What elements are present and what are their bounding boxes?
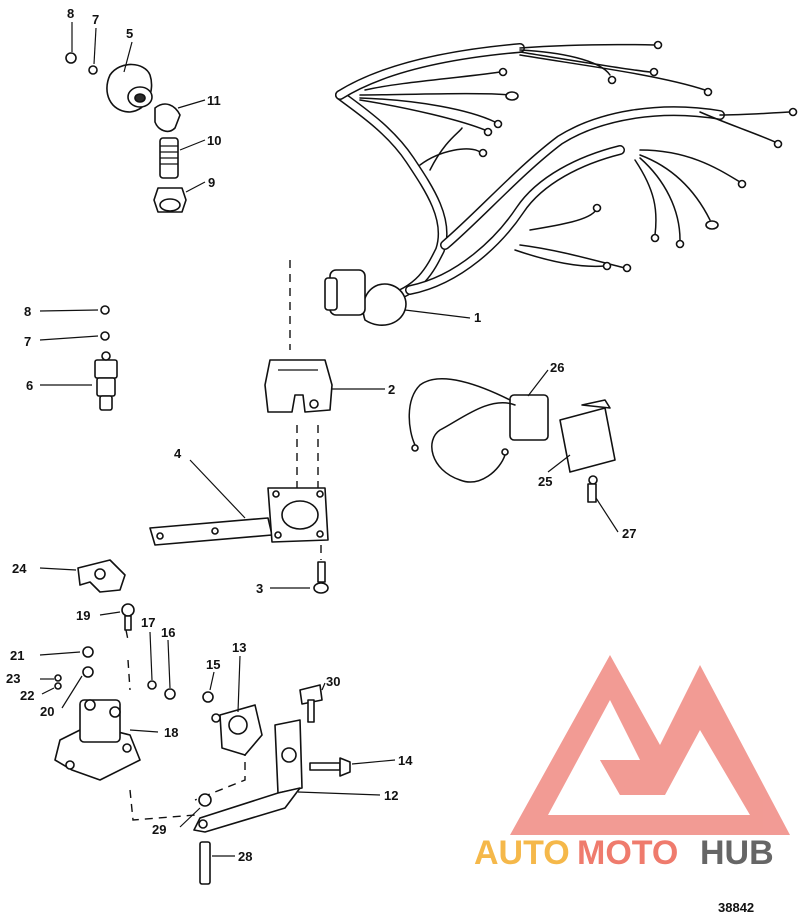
callout-21: 21 bbox=[10, 648, 24, 663]
watermark-moto: MOTO bbox=[577, 834, 678, 872]
callout-6: 6 bbox=[26, 378, 33, 393]
callout-24: 24 bbox=[12, 561, 27, 576]
callout-25: 25 bbox=[538, 474, 552, 489]
bracket-12 bbox=[193, 684, 323, 833]
callout-19: 19 bbox=[76, 608, 90, 623]
callout-16: 16 bbox=[161, 625, 175, 640]
callout-12: 12 bbox=[384, 788, 398, 803]
callout-11: 11 bbox=[207, 93, 221, 108]
callout-4: 4 bbox=[174, 446, 182, 461]
callout-labels: 8 7 5 11 10 9 1 2 26 25 27 8 7 6 4 3 24 … bbox=[6, 6, 636, 864]
callout-17: 17 bbox=[141, 615, 155, 630]
regulator-harness bbox=[408, 378, 549, 483]
callout-7b: 7 bbox=[24, 334, 31, 349]
callout-20: 20 bbox=[40, 704, 54, 719]
callout-13: 13 bbox=[232, 640, 246, 655]
temperature-sender bbox=[65, 52, 187, 213]
starter-solenoid bbox=[54, 603, 176, 781]
watermark-hub: HUB bbox=[700, 834, 774, 872]
callout-10: 10 bbox=[207, 133, 221, 148]
callout-8b: 8 bbox=[24, 304, 31, 319]
callout-29: 29 bbox=[152, 822, 166, 837]
watermark-logo bbox=[510, 655, 790, 835]
callout-26: 26 bbox=[550, 360, 564, 375]
callout-1: 1 bbox=[474, 310, 481, 325]
oil-pressure-sender bbox=[94, 305, 118, 411]
callout-23: 23 bbox=[6, 671, 20, 686]
bolt-14 bbox=[309, 757, 351, 777]
watermark-auto: AUTO bbox=[474, 834, 570, 872]
callout-9: 9 bbox=[208, 175, 215, 190]
watermark-text: AUTO MOTO HUB bbox=[474, 834, 774, 872]
nut-29 bbox=[198, 793, 212, 807]
wiring-harness bbox=[324, 40, 798, 326]
callout-2: 2 bbox=[388, 382, 395, 397]
callout-15: 15 bbox=[206, 657, 220, 672]
stud-28 bbox=[199, 841, 211, 885]
figure-number: 38842 bbox=[718, 900, 754, 915]
callout-30: 30 bbox=[326, 674, 340, 689]
callout-27: 27 bbox=[622, 526, 636, 541]
voltage-regulator bbox=[559, 399, 616, 503]
callout-14: 14 bbox=[398, 753, 413, 768]
callout-3: 3 bbox=[256, 581, 263, 596]
screw-3 bbox=[313, 561, 329, 594]
callout-18: 18 bbox=[164, 725, 178, 740]
leader-lines bbox=[39, 22, 619, 857]
connector-clip bbox=[264, 359, 333, 413]
callout-8: 8 bbox=[67, 6, 74, 21]
slave-solenoid bbox=[202, 691, 263, 756]
mounting-bracket bbox=[149, 487, 329, 546]
callout-28: 28 bbox=[238, 849, 252, 864]
callout-5: 5 bbox=[126, 26, 133, 41]
callout-22: 22 bbox=[20, 688, 34, 703]
clip-24 bbox=[77, 559, 126, 593]
callout-7: 7 bbox=[92, 12, 99, 27]
